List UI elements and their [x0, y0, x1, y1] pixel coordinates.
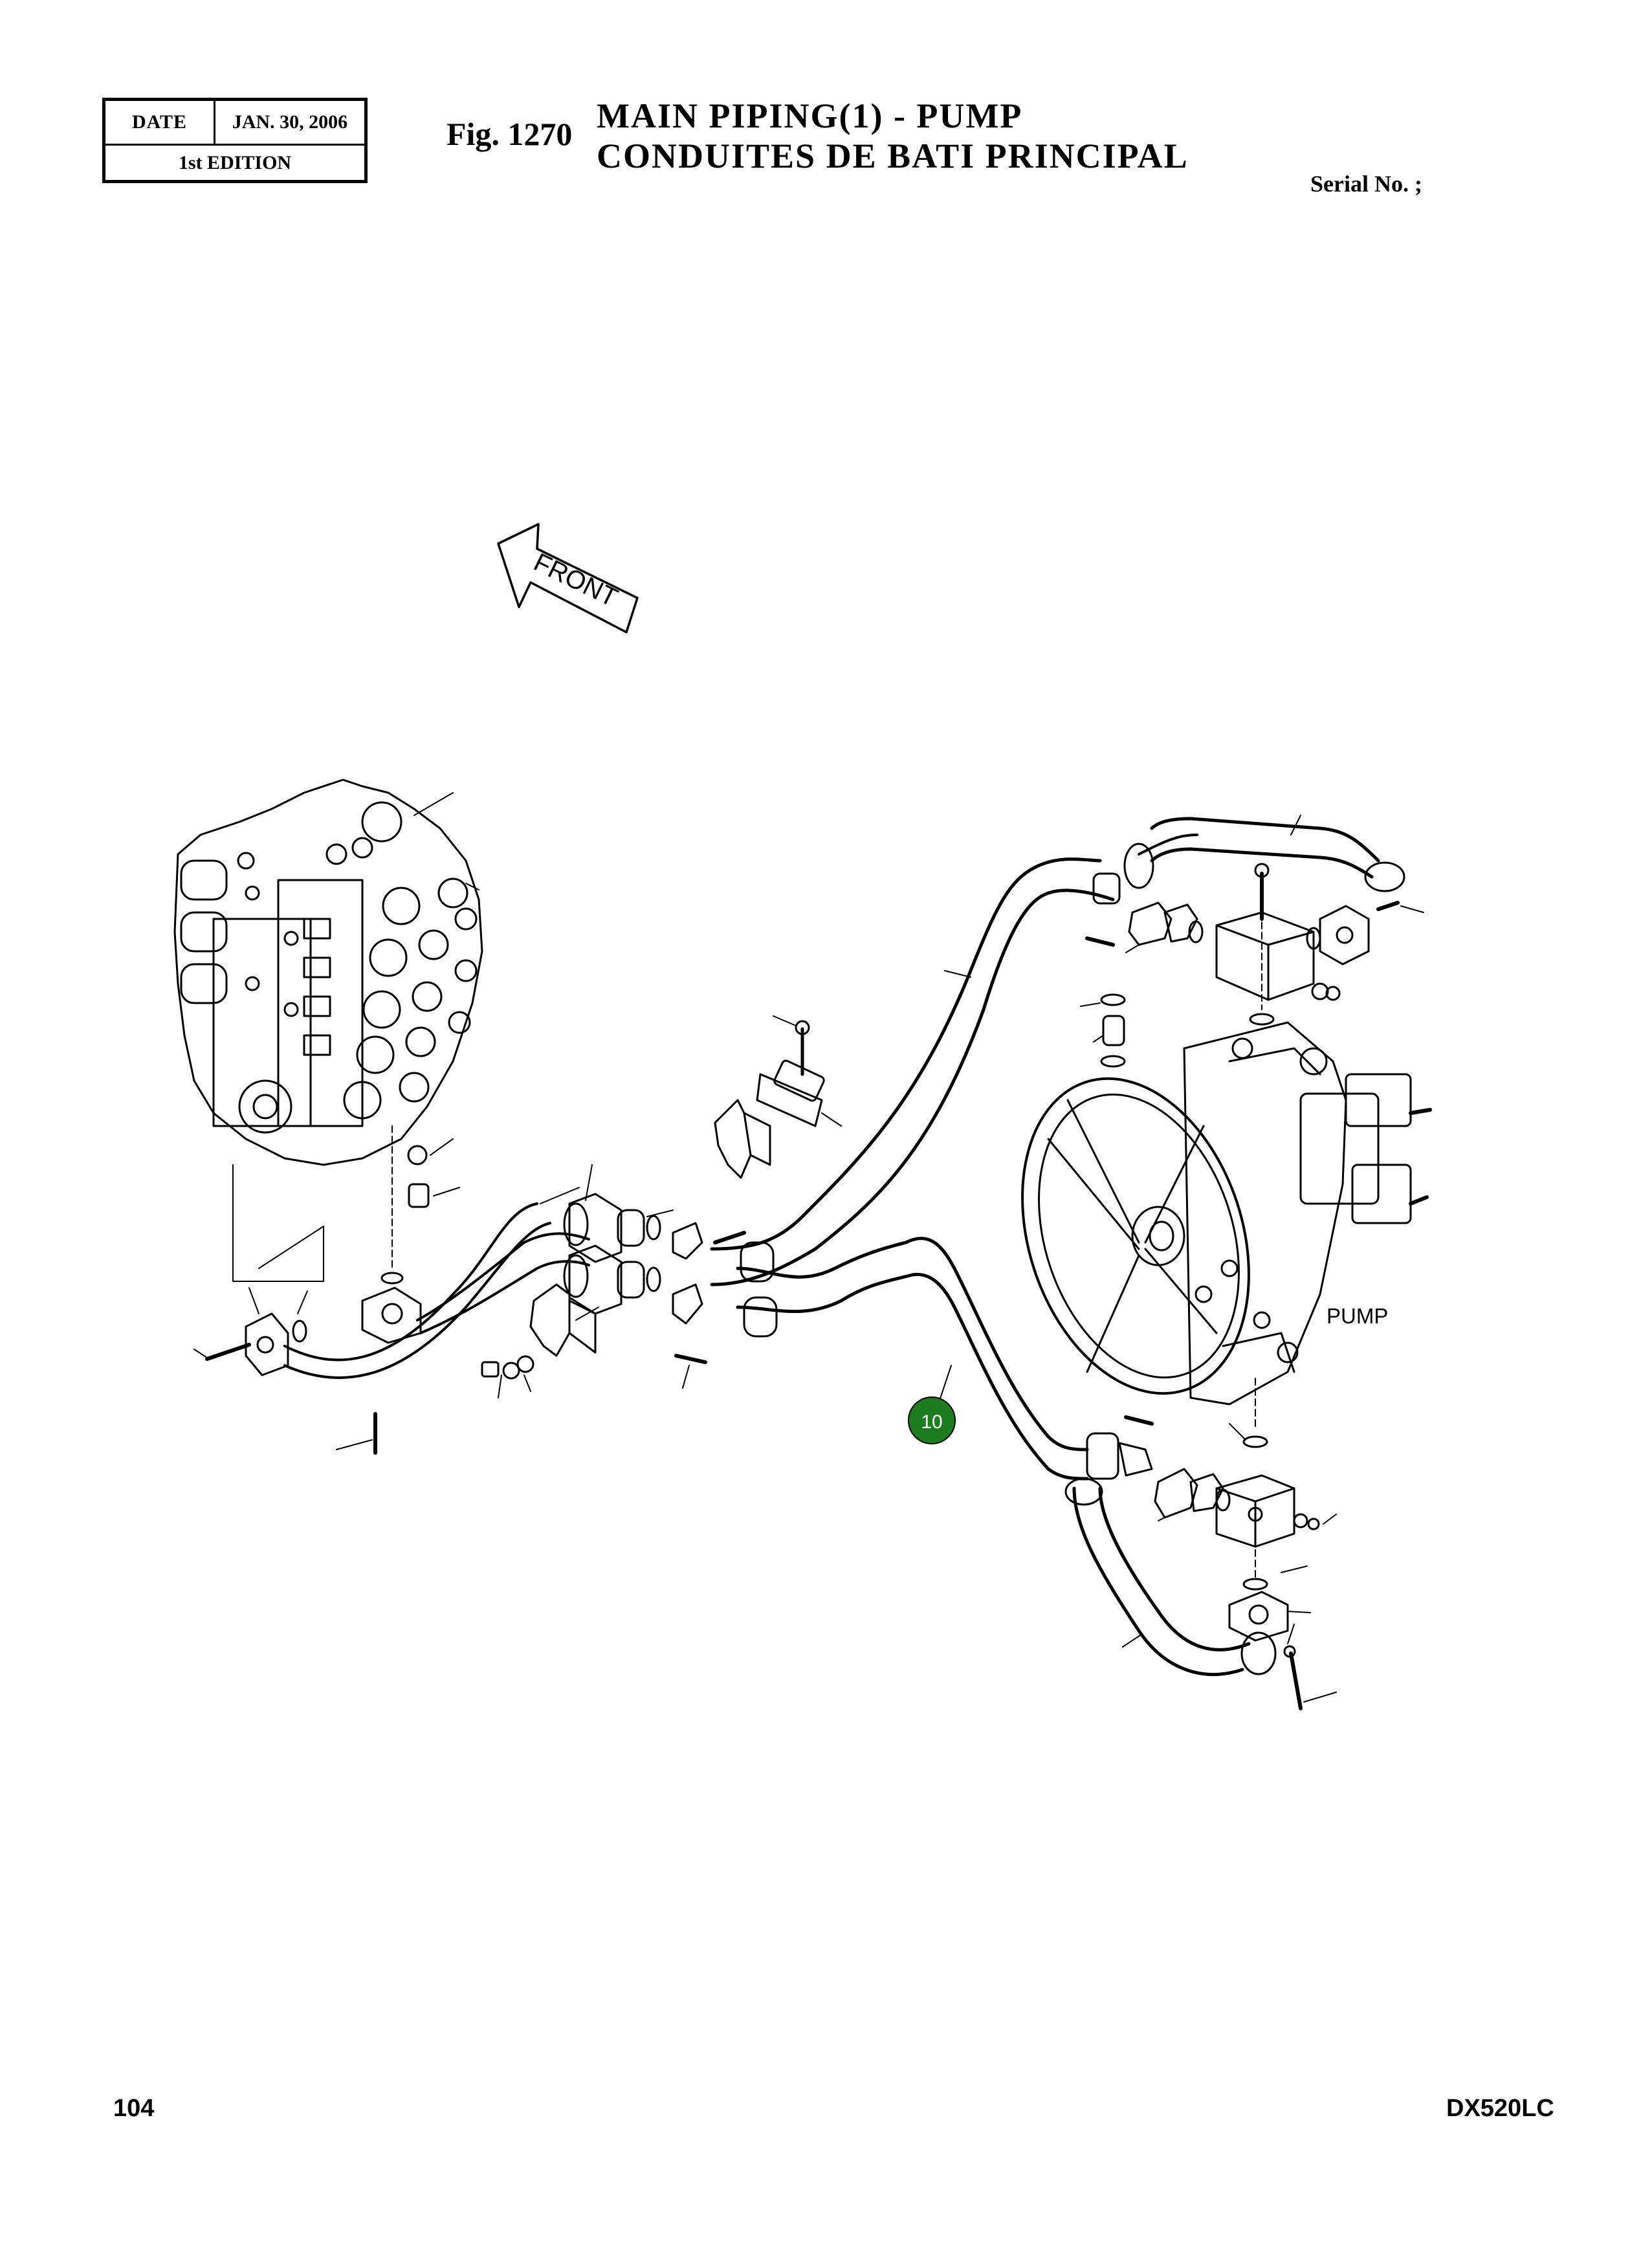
pump-label: PUMP [1327, 1304, 1388, 1328]
pump: PUMP [1021, 1021, 1432, 1406]
date-box: DATE JAN. 30, 2006 1st EDITION [102, 98, 368, 183]
page-number: 104 [113, 2095, 155, 2122]
callout-10[interactable]: 10 [908, 1396, 956, 1444]
callout-10-label: 10 [921, 1411, 942, 1433]
model-name: DX520LC [1446, 2095, 1554, 2122]
page-title-french: CONDUITES DE BATI PRINCIPAL [597, 137, 1189, 175]
date-row: DATE JAN. 30, 2006 [105, 101, 364, 146]
date-value: JAN. 30, 2006 [232, 111, 348, 133]
control-valve [173, 778, 483, 1166]
date-label: DATE [105, 101, 215, 144]
figure-number: Fig. 1270 [446, 116, 573, 152]
serial-number-label: Serial No. ; [1310, 171, 1422, 197]
edition-label: 1st EDITION [178, 151, 292, 173]
page-title-english: MAIN PIPING(1) - PUMP [597, 96, 1023, 135]
front-label: FRONT [529, 548, 622, 613]
middle-fittings [563, 1164, 674, 1315]
front-arrow: FRONT [497, 523, 639, 634]
